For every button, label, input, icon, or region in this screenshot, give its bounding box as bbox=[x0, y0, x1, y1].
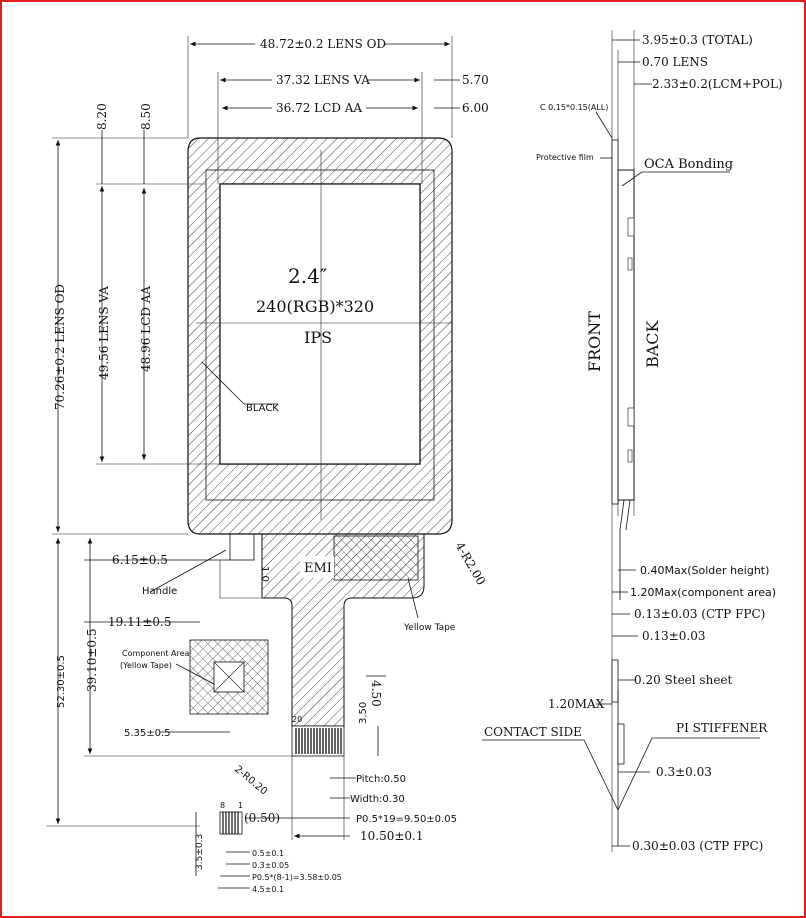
connector bbox=[219, 811, 243, 835]
conn-height-dim: 3.5±0.3 bbox=[195, 834, 205, 870]
dim-350: 3.50 bbox=[358, 702, 369, 724]
lens-od-width-dim: 48.72±0.2 LENS OD bbox=[260, 37, 386, 51]
front-label: FRONT bbox=[585, 311, 604, 372]
chamfer-label: C 0.15*0.15(ALL) bbox=[540, 103, 608, 112]
handle-width: 1.0 bbox=[259, 566, 270, 582]
contact-side-label: CONTACT SIDE bbox=[484, 725, 582, 739]
front-view: 2.4″ 240(RGB)*320 IPS BLACK 48.72±0.2 LE… bbox=[52, 36, 489, 588]
lcd-aa-outline bbox=[219, 183, 421, 465]
lcd-aa-width-dim: 36.72 LCD AA bbox=[276, 101, 362, 115]
dim-050: (0.50) bbox=[244, 811, 280, 825]
comp-dim: 5.35±0.5 bbox=[124, 728, 171, 739]
conn-total-dim: 4.5±0.1 bbox=[252, 885, 284, 894]
pad-total-dim: 10.50±0.1 bbox=[360, 829, 424, 843]
width-label: Width:0.30 bbox=[350, 794, 405, 805]
conn-05-dim: 0.5±0.1 bbox=[252, 849, 284, 858]
side-view: FRONT BACK 3.95±0.3 (TOTAL) 0.70 LENS 2.… bbox=[482, 30, 783, 853]
fpc-gold-fingers bbox=[291, 725, 345, 757]
pin8-label: 8 bbox=[220, 801, 225, 810]
pin20-label: 20 bbox=[292, 715, 302, 724]
panel-type-label: IPS bbox=[304, 328, 332, 347]
lens-thickness: 0.70 LENS bbox=[642, 55, 708, 69]
conn-pitch-dim: P0.5*(8-1)=3.58±0.05 bbox=[252, 873, 342, 882]
lens-od-height-dim: 70.26±0.2 LENS OD bbox=[53, 284, 67, 410]
handle bbox=[229, 533, 255, 561]
ctp-fpc-thickness-2: 0.30±0.03 (CTP FPC) bbox=[632, 839, 763, 853]
lens-va-height-dim: 49.56 LENS VA bbox=[97, 286, 111, 380]
size-label: 2.4″ bbox=[288, 264, 327, 288]
total-thickness: 3.95±0.3 (TOTAL) bbox=[642, 33, 753, 47]
pin1-label: 1 bbox=[238, 801, 243, 810]
total-length-dim: 52.30±0.5 bbox=[56, 655, 67, 708]
component-height: 1.20Max(component area) bbox=[630, 586, 776, 599]
component-offset: 19.11±0.5 bbox=[108, 615, 172, 629]
conn-03-dim: 0.3±0.05 bbox=[252, 861, 289, 870]
steel-sheet: 0.20 Steel sheet bbox=[634, 673, 733, 687]
solder-height: 0.40Max(Solder height) bbox=[640, 564, 769, 577]
top-offset-va: 8.20 bbox=[95, 103, 109, 130]
angle-dim: 2-R0.20 bbox=[232, 764, 269, 798]
lcm-pol-thickness: 2.33±0.2(LCM+POL) bbox=[652, 77, 783, 91]
back-label: BACK bbox=[643, 319, 662, 368]
top-offset-aa: 8.50 bbox=[139, 103, 153, 130]
corner-radius-label: 4-R2.00 bbox=[452, 540, 488, 588]
fpc-length-dim: 39.10±0.5 bbox=[85, 629, 99, 693]
lcd-aa-height-dim: 48.96 LCD AA bbox=[139, 286, 153, 372]
pi-stiffener-label: PI STIFFENER bbox=[676, 721, 768, 735]
right-offset-aa: 6.00 bbox=[462, 101, 489, 115]
dim-03: 0.3±0.03 bbox=[656, 765, 712, 779]
max-120: 1.20MAX bbox=[548, 697, 605, 711]
pitch-label: Pitch:0.50 bbox=[356, 774, 406, 785]
lens-layer bbox=[611, 139, 619, 505]
right-offset-va: 5.70 bbox=[462, 73, 489, 87]
dim-450: 4.50 bbox=[369, 680, 383, 707]
yellow-tape-label: Yellow Tape bbox=[403, 623, 456, 633]
emi-label: EMI bbox=[304, 561, 332, 576]
pad-span-dim: P0.5*19=9.50±0.05 bbox=[356, 814, 457, 825]
fpc-tail bbox=[261, 533, 425, 727]
resolution-label: 240(RGB)*320 bbox=[256, 297, 374, 316]
handle-label: Handle bbox=[142, 586, 177, 597]
black-label: BLACK bbox=[246, 403, 279, 414]
emi-shield bbox=[333, 535, 419, 581]
component-area-label: Component Area bbox=[122, 649, 189, 658]
fpc: EMI Yellow Tape 1.0 Handle 6.15±0.5 19.1… bbox=[46, 533, 457, 894]
dim-013: 0.13±0.03 bbox=[642, 629, 706, 643]
oca-label: OCA Bonding bbox=[644, 157, 733, 172]
ctp-fpc-thickness-1: 0.13±0.03 (CTP FPC) bbox=[634, 607, 765, 621]
lens-va-outline bbox=[205, 169, 435, 501]
handle-dim: 6.15±0.5 bbox=[112, 553, 168, 567]
component-tape-label: (Yellow Tape) bbox=[120, 661, 172, 670]
lens-va-width-dim: 37.32 LENS VA bbox=[276, 73, 370, 87]
protective-film-label: Protective film bbox=[536, 153, 594, 162]
